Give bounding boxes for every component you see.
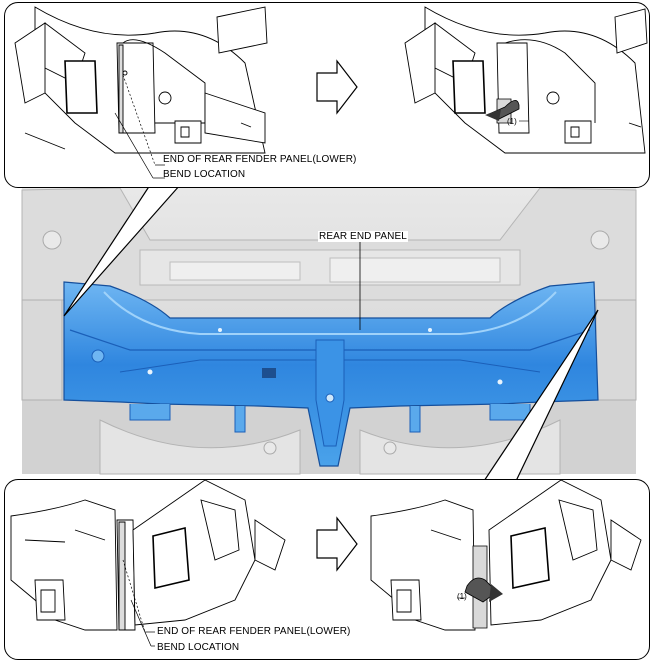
bottom-end-of-fender-label: END OF REAR FENDER PANEL(LOWER) bbox=[157, 626, 351, 637]
top-right-arrow-icon bbox=[316, 59, 358, 115]
bottom-end-leader bbox=[122, 559, 146, 633]
top-callout-drawing bbox=[14, 6, 648, 179]
top-bend-leader bbox=[114, 112, 154, 179]
rear-end-panel-label: REAR END PANEL bbox=[318, 231, 408, 242]
bottom-right-arrow-icon bbox=[316, 516, 358, 572]
bottom-after-drawing bbox=[370, 480, 642, 631]
top-end-of-fender-label: END OF REAR FENDER PANEL(LOWER) bbox=[163, 154, 357, 165]
top-step-number: (1) bbox=[507, 117, 517, 126]
top-bend-location-label: BEND LOCATION bbox=[163, 169, 246, 180]
bottom-bend-location-label: BEND LOCATION bbox=[157, 642, 240, 653]
bottom-callout-drawing bbox=[10, 480, 642, 647]
bottom-callout-panel: END OF REAR FENDER PANEL(LOWER) BEND LOC… bbox=[4, 479, 650, 660]
bottom-step-number: (1) bbox=[457, 592, 467, 601]
top-callout-panel: END OF REAR FENDER PANEL(LOWER) BEND LOC… bbox=[4, 2, 650, 188]
bottom-before-drawing bbox=[10, 480, 286, 631]
top-before-drawing bbox=[14, 6, 268, 154]
bottom-bend-leader bbox=[130, 599, 152, 647]
top-after-drawing bbox=[404, 6, 648, 154]
bottom-bend-direction-arrow-icon bbox=[464, 545, 503, 629]
top-bend-direction-arrow-icon bbox=[485, 98, 520, 124]
rear-end-panel-highlight bbox=[63, 281, 599, 467]
